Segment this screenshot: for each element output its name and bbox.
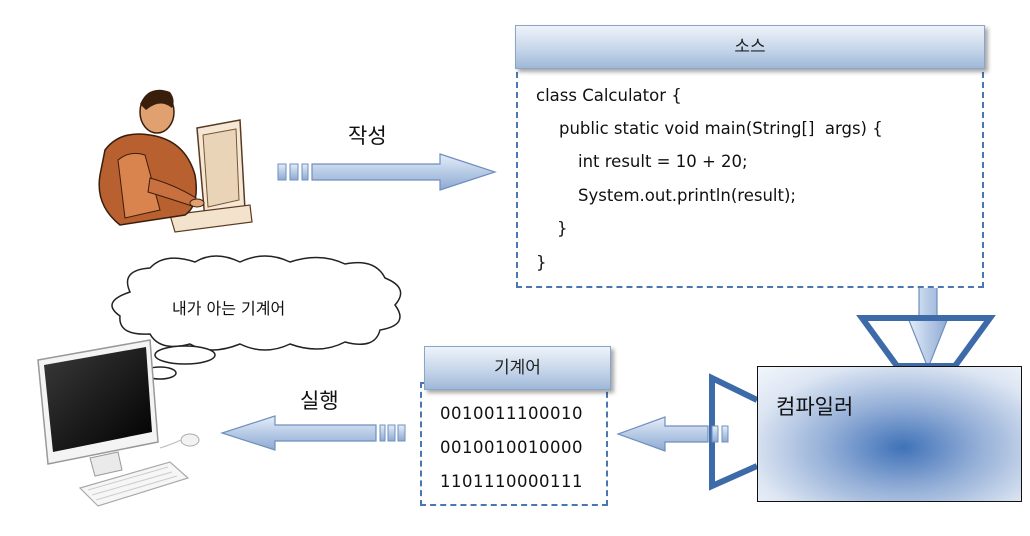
thought-text: 내가 아는 기계어	[172, 299, 286, 318]
code-line: int result = 10 + 20;	[578, 152, 748, 171]
code-line: public static void main(String[] args) {	[559, 119, 883, 138]
source-title-text: 소스	[734, 37, 766, 57]
compiler-label: 컴파일러	[776, 395, 854, 419]
compiler-output-funnel	[709, 373, 759, 491]
code-line: }	[536, 253, 547, 272]
machine-code-line: 0010011100010	[440, 404, 583, 423]
code-line: }	[557, 219, 568, 238]
programmer-clipart	[98, 89, 253, 233]
computer-clipart	[37, 339, 200, 507]
machine-code-line: 0010010010000	[440, 438, 583, 457]
write-label: 작성	[348, 124, 387, 148]
run-label: 실행	[300, 389, 339, 413]
run-arrow	[220, 415, 406, 451]
machine-code-line: 1101110000111	[440, 472, 583, 491]
write-arrow	[277, 153, 497, 191]
source-title: 소스	[515, 25, 985, 69]
machine-code-box	[420, 382, 608, 506]
machine-code-title-text: 기계어	[494, 358, 541, 378]
code-line: System.out.println(result);	[578, 186, 796, 205]
code-line: class Calculator {	[536, 86, 682, 105]
machine-code-title: 기계어	[424, 346, 611, 390]
source-code-box	[516, 62, 984, 288]
output-arrow	[616, 416, 729, 452]
compiler-box: 컴파일러	[757, 366, 1022, 502]
